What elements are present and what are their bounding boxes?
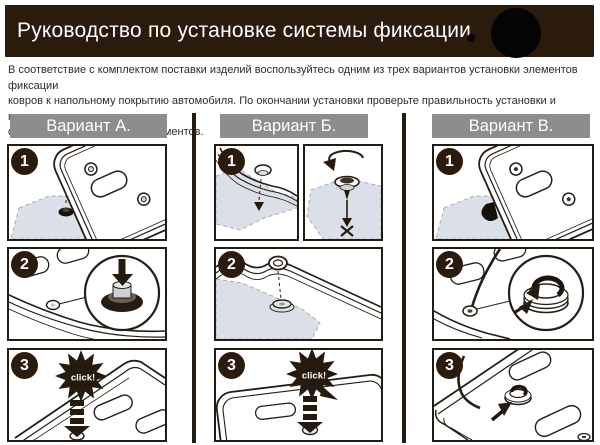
hook-cord — [470, 249, 502, 308]
illustration-mat-over-carpet-hook — [435, 146, 592, 239]
rotate-arrow-icon — [531, 275, 565, 298]
illustration-snap-click — [14, 350, 165, 440]
illustration-hook-attach — [434, 350, 591, 440]
step-badge: 2 — [11, 251, 38, 278]
click-label: click! — [301, 370, 327, 382]
variant-a-step-3-panel: 3 click! — [7, 348, 167, 442]
step-badge: 2 — [436, 251, 463, 278]
step-badge: 2 — [218, 251, 245, 278]
arrow-down-icon — [297, 422, 323, 433]
click-label: click! — [70, 372, 96, 384]
variant-b-step-1a-panel: 1 — [214, 144, 299, 241]
variant-b-step-2-panel: 2 — [214, 247, 383, 341]
column-divider-2 — [402, 113, 406, 443]
click-starburst — [55, 350, 107, 402]
variant-c-header: Вариант В. — [432, 114, 590, 138]
arrow-down-icon — [118, 259, 126, 274]
step-badge: 3 — [218, 352, 245, 379]
logo-dot — [467, 34, 475, 42]
step-badge: 1 — [218, 148, 245, 175]
illustration-fastener-position — [216, 147, 297, 231]
column-divider-1 — [192, 113, 196, 443]
variant-b-step-3-panel: 3 click! — [214, 348, 383, 442]
variant-a-step-2-panel: 2 — [7, 247, 167, 341]
click-starburst — [286, 350, 338, 400]
variant-c-step-2-panel: 2 — [432, 247, 594, 341]
intro-line-1: В соответствие с комплектом поставки изд… — [8, 64, 578, 92]
target-mark — [254, 202, 264, 211]
step-badge: 1 — [436, 148, 463, 175]
step-badge: 1 — [11, 148, 38, 175]
illustration-screw-in — [306, 149, 381, 239]
hook-fastener — [481, 202, 498, 221]
header-bar: Руководство по установке системы фиксаци… — [5, 5, 594, 58]
illustration-mat-over-carpet — [10, 146, 165, 239]
variant-b-header: Вариант Б. — [220, 114, 368, 138]
illustration-press-fastener-zoom — [9, 249, 165, 339]
arrow-down-icon — [342, 218, 352, 227]
variant-a-header: Вариант А. — [10, 114, 167, 138]
rotate-arrow-icon — [510, 384, 528, 397]
step-badge: 3 — [436, 352, 463, 379]
step-badge: 3 — [11, 352, 38, 379]
variant-c-step-1-panel: 1 — [432, 144, 594, 241]
variant-a-step-1-panel: 1 — [7, 144, 167, 241]
page-title: Руководство по установке системы фиксаци… — [17, 19, 472, 42]
arrow-down-icon — [64, 426, 90, 437]
variant-b-step-1b-panel — [303, 144, 383, 241]
x-mark — [340, 225, 354, 237]
insert-arrow-icon — [519, 299, 533, 314]
variant-c-step-3-panel: 3 — [432, 348, 594, 442]
redacted-logo — [491, 8, 541, 58]
illustration-snap-click — [216, 350, 381, 440]
illustration-hook-fastener-zoom — [434, 249, 585, 339]
insert-arrow-icon — [498, 402, 512, 416]
